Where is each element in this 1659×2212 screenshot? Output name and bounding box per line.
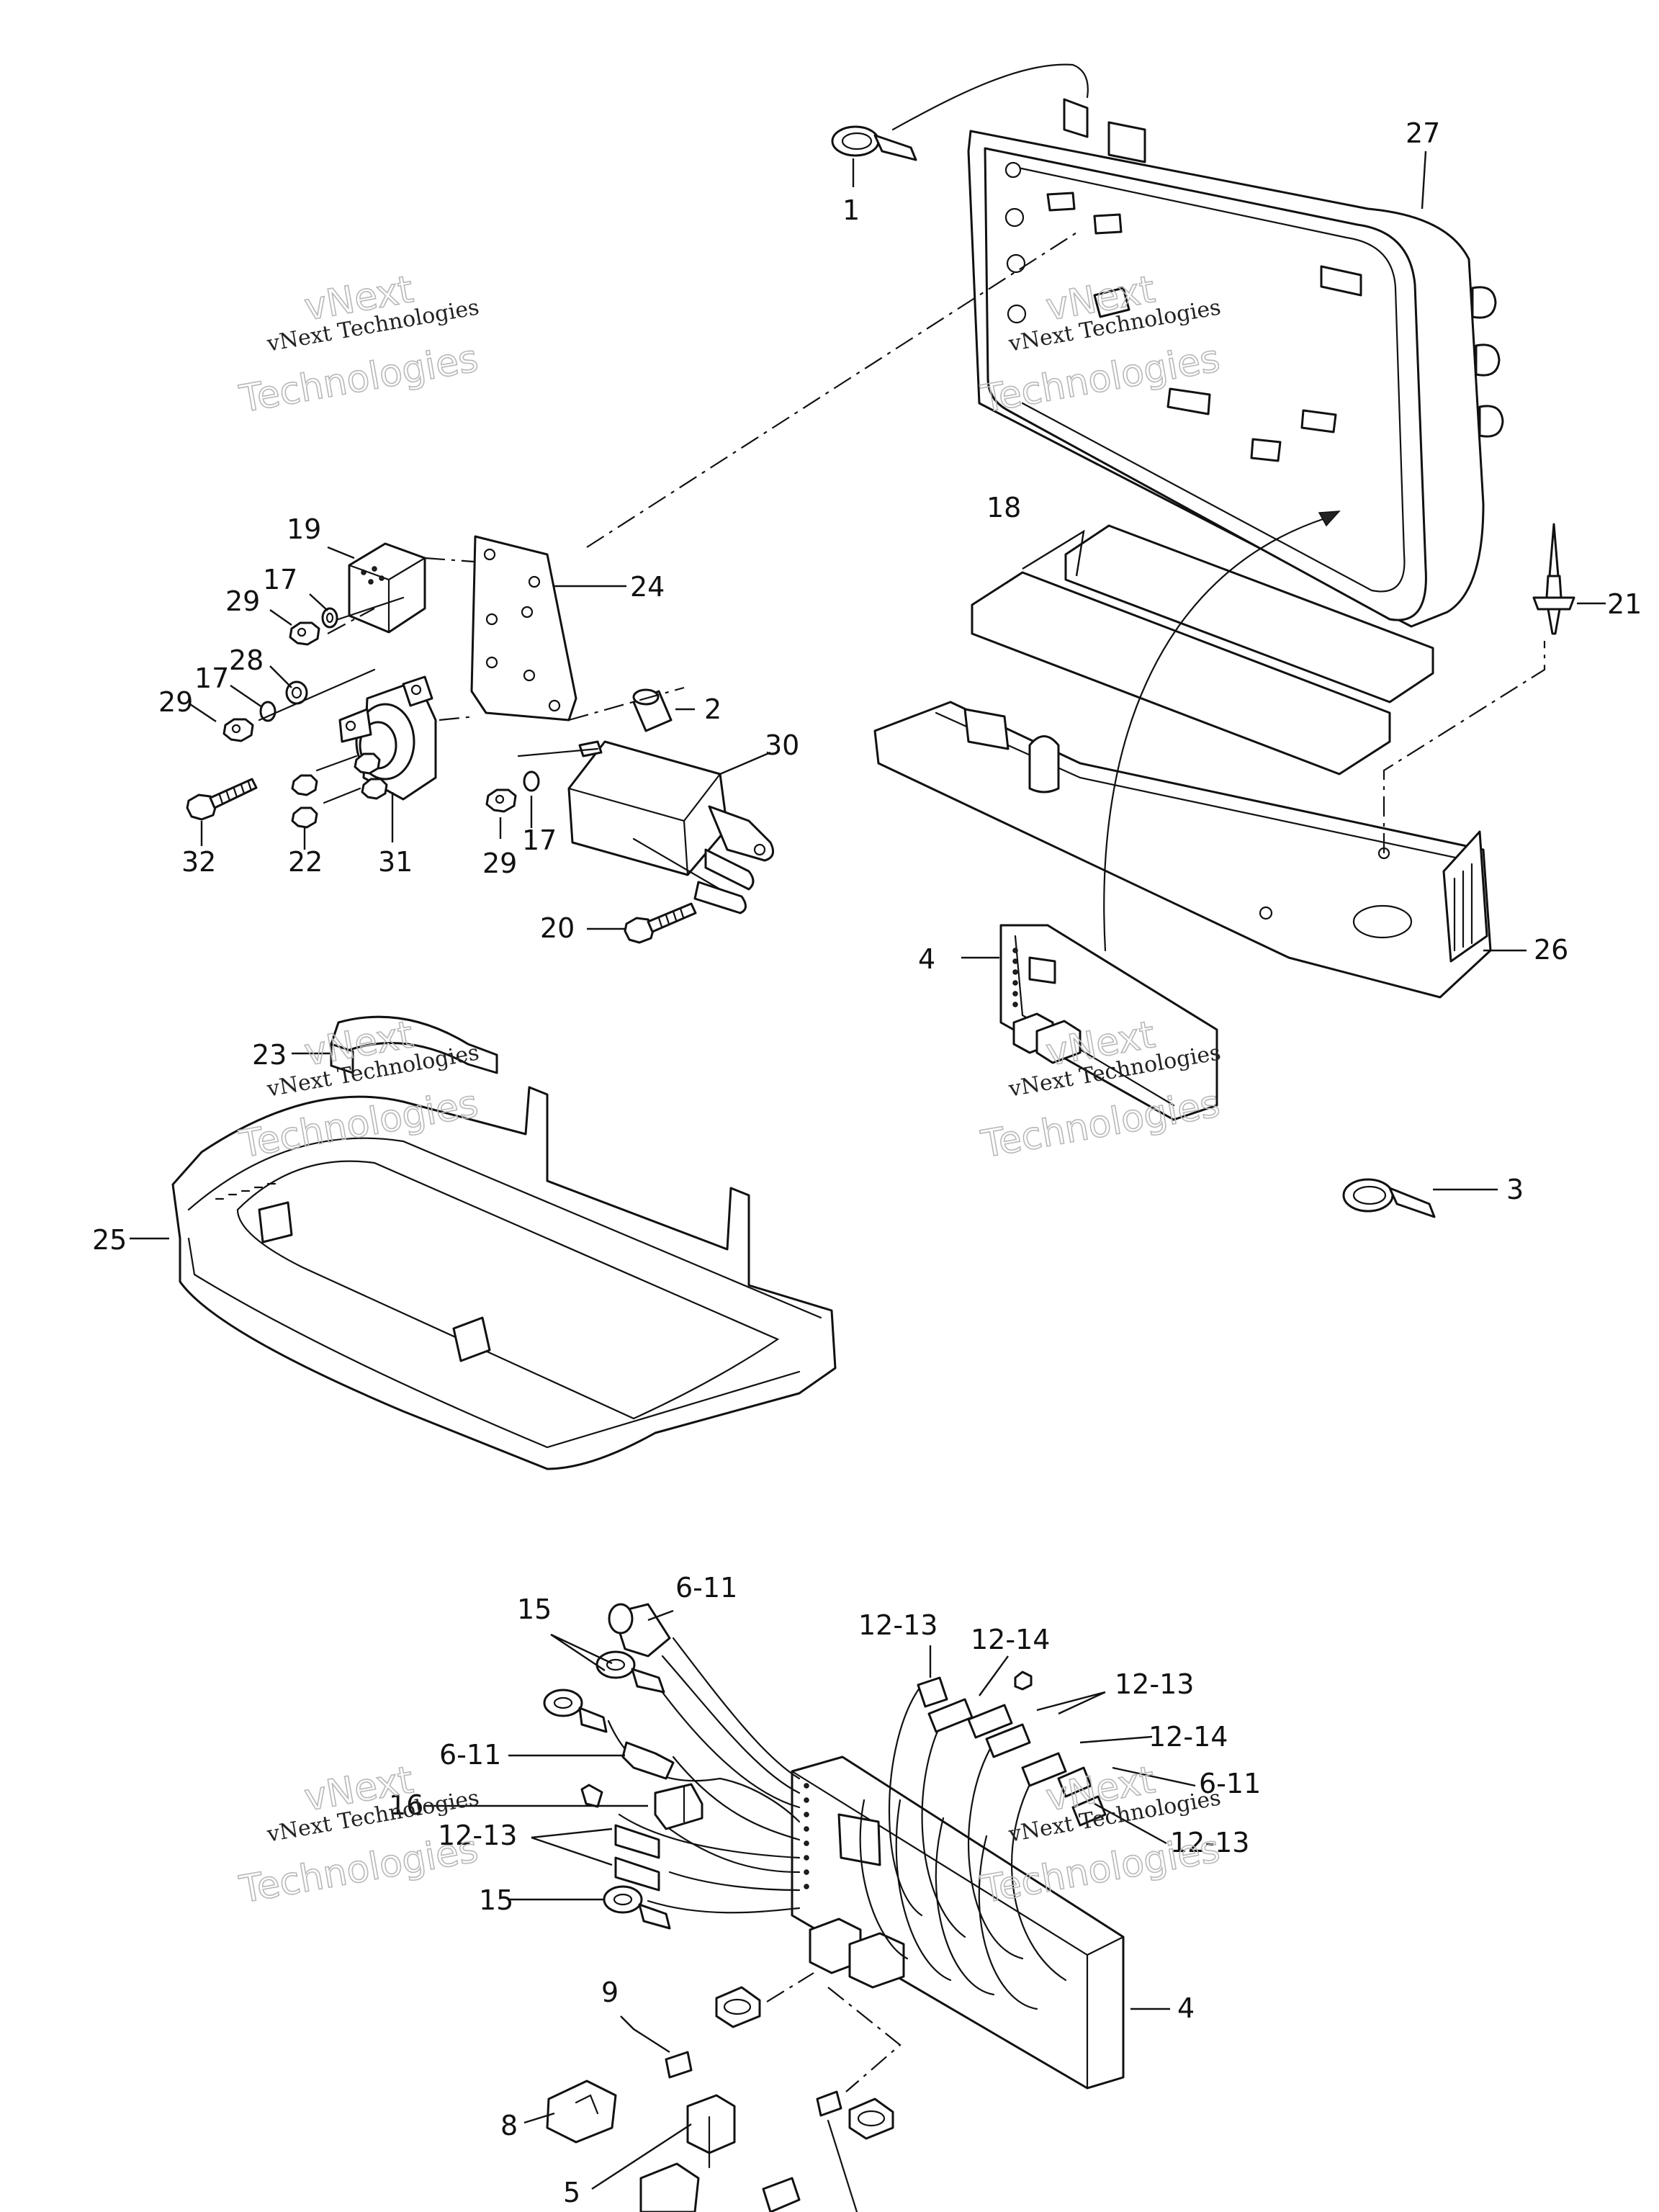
label-16: 16: [389, 1789, 423, 1821]
label-20: 20: [540, 912, 575, 944]
watermarks: vNext vNext Technologies Technologies vN…: [235, 267, 1223, 1912]
label-29a: 29: [225, 585, 260, 617]
label-29b: 29: [158, 686, 193, 718]
label-15b: 15: [479, 1884, 513, 1916]
spacer-2: [632, 688, 695, 732]
nuts-22: [291, 774, 318, 850]
label-12-13c: 12-13: [1170, 1827, 1249, 1858]
wiring-harness: [425, 1603, 1196, 2212]
label-4-bottom: 4: [1177, 1992, 1195, 2024]
label-12-13b: 12-13: [1115, 1668, 1194, 1700]
fasteners-left: [189, 593, 405, 742]
label-9: 9: [601, 1977, 619, 2008]
label-4-top: 4: [918, 943, 935, 975]
label-25: 25: [92, 1224, 127, 1256]
label-32: 32: [181, 846, 216, 878]
label-2: 2: [704, 693, 721, 725]
label-24: 24: [630, 571, 665, 603]
push-pin-21: [1532, 523, 1606, 635]
circuit-board-4-top: [961, 924, 1218, 1121]
label-26: 26: [1534, 934, 1568, 966]
label-17b: 17: [194, 662, 229, 694]
housing-27: [967, 98, 1504, 628]
fasteners-middle: [485, 770, 540, 839]
label-15a: 15: [517, 1593, 552, 1625]
label-18: 18: [986, 492, 1021, 523]
label-3: 3: [1506, 1174, 1524, 1205]
label-17c: 17: [522, 824, 557, 856]
label-5: 5: [563, 2177, 580, 2208]
label-12-14b: 12-14: [1148, 1721, 1228, 1753]
label-12-13d: 12-13: [438, 1820, 517, 1851]
bolt-20: [587, 902, 697, 944]
bracket-24: [470, 535, 626, 721]
label-21: 21: [1607, 588, 1642, 620]
label-6-11b: 6-11: [439, 1739, 501, 1771]
arrow-board-to-housing: [1103, 511, 1341, 952]
cable-tie-1: [831, 63, 1089, 187]
leaders-top: [1421, 150, 1527, 952]
label-23: 23: [252, 1039, 287, 1071]
pads-18: [971, 524, 1434, 775]
watermark-top-left: vNext vNext Technologies Technologies: [235, 267, 482, 422]
label-8: 8: [500, 2110, 518, 2141]
relay-19: [327, 542, 426, 634]
label-19: 19: [287, 513, 321, 545]
clip-23: [292, 1015, 498, 1074]
label-1: 1: [842, 194, 860, 226]
module-box-4-bottom: [791, 1755, 1170, 2090]
label-29c: 29: [482, 848, 517, 879]
assembly-lines-top: [327, 230, 1081, 721]
label-17a: 17: [263, 564, 297, 595]
base-tray-25: [130, 1086, 837, 1470]
solenoid-31: [315, 675, 437, 842]
label-22: 22: [288, 846, 323, 878]
label-12-13a: 12-13: [858, 1609, 938, 1641]
label-27: 27: [1406, 117, 1440, 149]
label-6-11a: 6-11: [675, 1572, 737, 1604]
label-12-14a: 12-14: [971, 1624, 1050, 1655]
label-30: 30: [765, 729, 799, 761]
bolt-32: [186, 778, 258, 846]
part-labels: 1 27 18 21 19 17 29 24 28 17 29 2 30 32 …: [92, 117, 1642, 2208]
label-6-11c: 6-11: [1199, 1768, 1261, 1799]
cable-tie-3: [1342, 1178, 1498, 1218]
coil-30: [517, 740, 775, 914]
label-31: 31: [378, 846, 413, 878]
label-28: 28: [229, 644, 264, 676]
